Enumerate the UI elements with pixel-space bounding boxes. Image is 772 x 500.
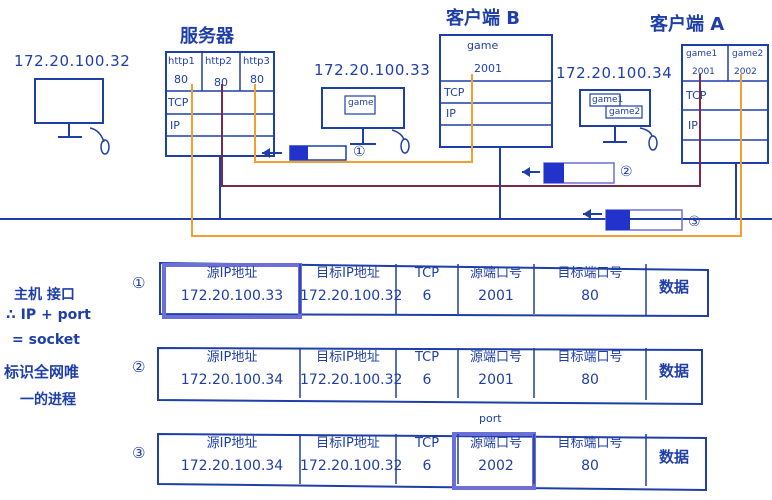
wire-packet-1: [262, 145, 347, 161]
server-title: 服务器: [180, 26, 234, 47]
packet-dst-port-value: 80: [581, 458, 599, 474]
client-b-ip-layer: IP: [446, 107, 456, 120]
host-34-ip: 172.20.100.34: [556, 64, 673, 82]
client-a-box: [681, 44, 769, 219]
client-a-app2-name: game2: [732, 49, 764, 59]
packet-src-ip-label: 源IP地址: [206, 436, 258, 451]
server-port-http2-num: 80: [214, 76, 228, 89]
packet-row-number: ②: [132, 358, 146, 376]
monitor-icon-32: [34, 78, 110, 155]
packet-row-2-frame: [157, 346, 703, 406]
packet-src-port-label: 源端口号: [469, 266, 522, 281]
host-34-screen-game2: game2: [609, 107, 641, 117]
client-b-app-name: game: [467, 39, 499, 52]
packet-src-ip-label: 源IP地址: [206, 266, 258, 281]
packet-proto-value: 6: [422, 288, 432, 304]
maroon-path-a1-to-server: [221, 74, 701, 187]
packet-row-number: ③: [132, 444, 146, 462]
packet-src-ip-value: 172.20.100.33: [180, 288, 284, 304]
packet-src-port-label: 源端口号: [469, 350, 522, 365]
monitor-icon-34: [579, 89, 658, 151]
packet-proto-label: TCP: [414, 436, 440, 451]
packet-dst-ip-value: 172.20.100.32: [300, 372, 403, 388]
client-b-title: 客户端 B: [446, 8, 520, 29]
packet-src-ip-value: 172.20.100.34: [180, 458, 284, 474]
wire-marker-2: ②: [620, 164, 633, 180]
server-tcp-layer: TCP: [168, 96, 189, 109]
packet-dst-port-label: 目标端口号: [557, 350, 623, 365]
packet-src-port-value: 2001: [478, 372, 514, 388]
client-b-tcp-layer: TCP: [444, 86, 465, 99]
server-port-http2-name: http2: [205, 56, 232, 67]
packet-dst-port-value: 80: [581, 288, 599, 304]
note-line-2: ∴ IP + port: [6, 307, 91, 323]
packet-proto-label: TCP: [414, 350, 440, 365]
client-a-title: 客户端 A: [650, 14, 725, 35]
packet-src-port-value: 2001: [478, 288, 514, 304]
monitor-icon-33: [321, 87, 410, 154]
client-a-ip-layer: IP: [688, 119, 698, 132]
host-33-screen-game: game: [348, 98, 374, 108]
packet-dst-ip-label: 目标IP地址: [316, 350, 380, 365]
orange-path-b-to-server: [254, 74, 473, 163]
packet-dst-port-value: 80: [581, 372, 599, 388]
packet-dst-ip-label: 目标IP地址: [316, 266, 380, 281]
note-line-3: = socket: [12, 332, 80, 348]
client-b-app-port: 2001: [474, 62, 502, 75]
packet-dst-port-label: 目标端口号: [557, 266, 623, 281]
packet-src-ip-value: 172.20.100.34: [180, 372, 284, 388]
wire-marker-1: ①: [353, 144, 366, 160]
note-line-5: 一的进程: [20, 392, 76, 408]
port-annotation: port: [479, 412, 502, 425]
packet-dst-ip-value: 172.20.100.32: [300, 288, 403, 304]
packet-data-label: 数据: [658, 278, 689, 296]
client-b-box: [439, 34, 553, 219]
packet-dst-ip-value: 172.20.100.32: [300, 458, 403, 474]
packet-cell-dividers: [299, 264, 647, 486]
server-port-http3-num: 80: [250, 73, 264, 86]
note-line-1: 主机 接口: [14, 287, 75, 303]
packet-data-label: 数据: [658, 362, 689, 380]
wire-packet-3: [583, 209, 683, 231]
wire-marker-3: ③: [688, 214, 701, 230]
host-34-screen-game1: game1: [592, 95, 624, 105]
client-a-app2-port: 2002: [734, 67, 757, 77]
packet-proto-label: TCP: [414, 266, 440, 281]
host-33-ip: 172.20.100.33: [314, 61, 431, 79]
packet-src-port-label: 源端口号: [469, 436, 522, 451]
client-a-tcp-layer: TCP: [686, 89, 707, 102]
packet-dst-ip-label: 目标IP地址: [316, 436, 380, 451]
server-ip-layer: IP: [170, 119, 180, 132]
orange-path-a2-to-server: [191, 74, 742, 237]
host-32-ip: 172.20.100.32: [14, 52, 131, 70]
packet-data-label: 数据: [658, 448, 689, 466]
wire-packet-2: [522, 162, 615, 184]
server-port-http3-name: http3: [243, 56, 270, 67]
client-a-app1-port: 2001: [692, 67, 715, 77]
packet-src-port-value: 2002: [478, 458, 514, 474]
client-a-app1-name: game1: [686, 49, 718, 59]
packet-src-ip-label: 源IP地址: [206, 350, 258, 365]
server-port-http1-num: 80: [174, 73, 188, 86]
packet-dst-port-label: 目标端口号: [557, 436, 623, 451]
packet-proto-value: 6: [422, 458, 432, 474]
note-line-4: 标识全网唯: [4, 363, 80, 381]
packet-row-number: ①: [132, 274, 146, 292]
server-port-http1-name: http1: [168, 56, 195, 67]
packet-proto-value: 6: [422, 372, 432, 388]
